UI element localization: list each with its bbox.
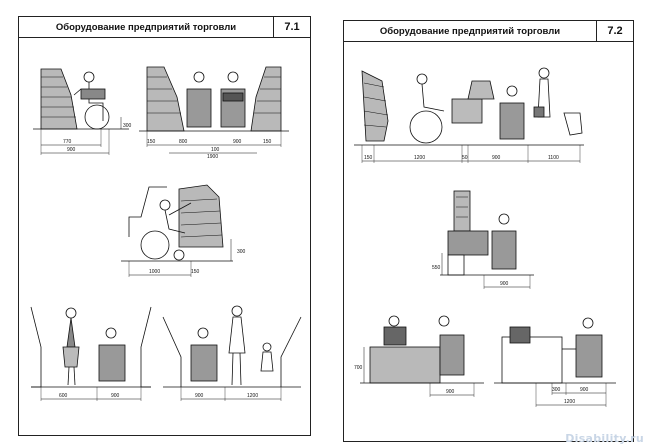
sheet-title: Оборудование предприятий торговли (19, 17, 274, 37)
sheet-number: 7.1 (284, 21, 300, 33)
dim-label: 1900 (207, 154, 218, 160)
dim-label: 800 (179, 139, 188, 145)
sheet-header: Оборудование предприятий торговли 7.2 (344, 21, 633, 42)
figure-low-counter (440, 190, 534, 289)
watermark: Disability.ru (565, 432, 644, 445)
dim-label: 50 (462, 155, 468, 161)
figure-side-reach (121, 184, 233, 277)
sheet-7-1: Оборудование предприятий торговли 7.1 77… (18, 16, 311, 436)
figure-aisle-two-wheelchairs (139, 66, 289, 154)
dim-label: 900 (580, 387, 589, 393)
dim-label: 900 (446, 389, 455, 395)
dim-label: 700 (354, 365, 363, 371)
dim-label: 900 (111, 393, 120, 399)
dim-label: 150 (364, 155, 373, 161)
dim-label: 150 (191, 269, 200, 275)
figure-checkout-counter (354, 67, 584, 163)
sheet-header: Оборудование предприятий торговли 7.1 (19, 17, 310, 38)
dim-label: 1200 (247, 393, 258, 399)
dim-label: 300 (237, 249, 246, 255)
dim-label: 1000 (149, 269, 160, 275)
dim-label: 100 (211, 147, 220, 153)
figure-desk-overhang (494, 317, 616, 407)
figure-aisle-family (162, 305, 302, 401)
dim-label: 600 (59, 393, 68, 399)
figure-service-desk (360, 315, 484, 397)
dim-label: 1200 (414, 155, 425, 161)
dim-label: 550 (432, 265, 441, 271)
dim-label: 150 (263, 139, 272, 145)
dim-label: 900 (492, 155, 501, 161)
sheet-7-2-drawings: 150 1200 50 900 1100 550 900 (354, 67, 616, 407)
dim-label: 300 (123, 123, 132, 129)
dim-label: 1200 (564, 399, 575, 405)
sheet-title: Оборудование предприятий торговли (344, 21, 597, 41)
dim-label: 900 (233, 139, 242, 145)
dim-label: 900 (195, 393, 204, 399)
dim-label: 1100 (548, 155, 559, 161)
dim-label: 770 (63, 139, 72, 145)
figure-aisle-walking-wheelchair (30, 306, 152, 401)
dim-label: 900 (67, 147, 76, 153)
sheet-number: 7.2 (607, 25, 623, 37)
figure-shelf-reach-single (33, 68, 129, 155)
dim-label: 150 (147, 139, 156, 145)
dim-label: 300 (552, 387, 561, 393)
dim-label: 900 (500, 281, 509, 287)
sheet-7-1-drawings: 770 900 300 150 800 100 900 150 1900 (30, 66, 302, 401)
sheet-7-2: Оборудование предприятий торговли 7.2 (343, 20, 634, 442)
